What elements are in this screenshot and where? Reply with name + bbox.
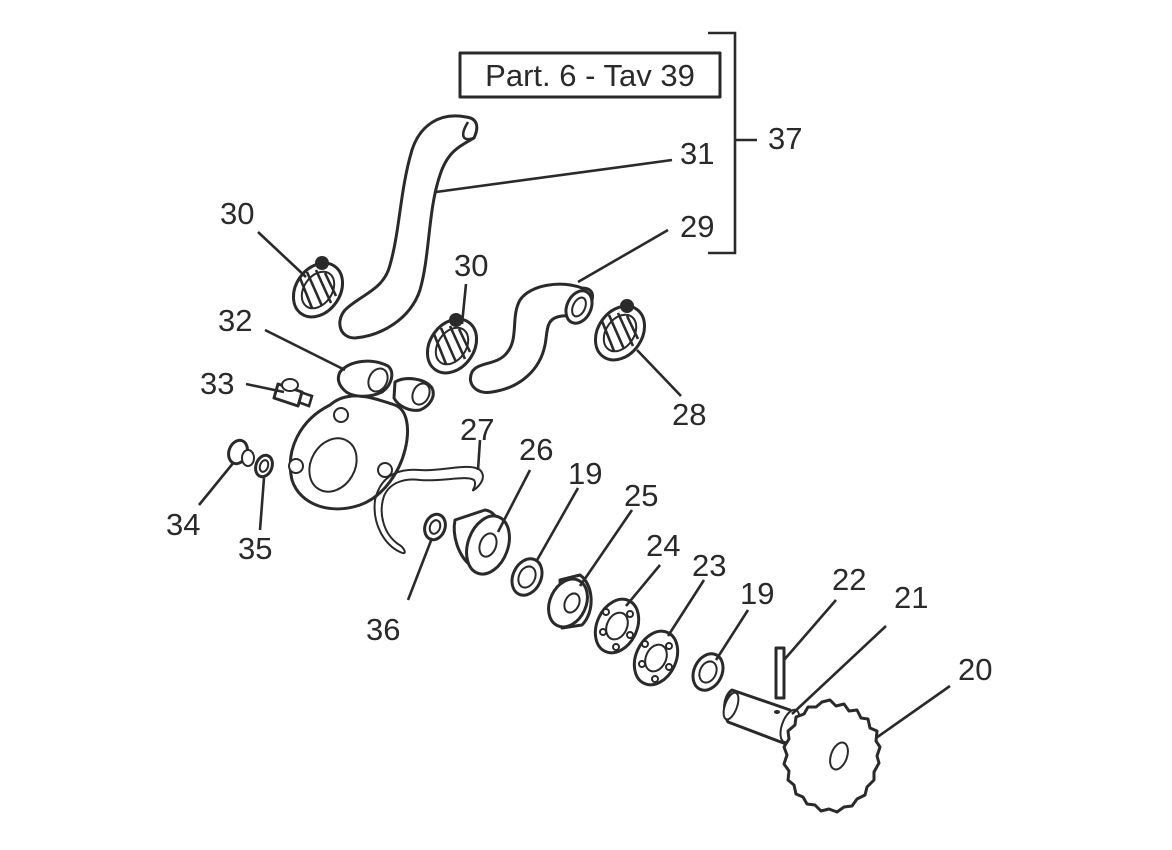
callout-24: 24 bbox=[646, 528, 680, 563]
seal-25 bbox=[547, 573, 593, 630]
callout-30-center: 30 bbox=[454, 248, 488, 283]
bearing-23 bbox=[632, 629, 680, 687]
impeller-26 bbox=[452, 508, 511, 576]
callout-31: 31 bbox=[680, 136, 714, 171]
o-ring-27 bbox=[373, 465, 484, 554]
callout-21: 21 bbox=[894, 580, 928, 615]
callout-36: 36 bbox=[366, 612, 400, 647]
callout-19-lower: 19 bbox=[740, 576, 774, 611]
kit-bracket bbox=[708, 31, 757, 255]
washer-19a bbox=[510, 557, 544, 597]
bearing-24 bbox=[593, 597, 641, 655]
callout-23: 23 bbox=[692, 548, 726, 583]
drain-screw-34 bbox=[227, 438, 255, 467]
callout-19-upper: 19 bbox=[568, 456, 602, 491]
callout-28: 28 bbox=[672, 397, 706, 432]
leader-lines bbox=[197, 158, 951, 740]
callout-29: 29 bbox=[680, 209, 714, 244]
pin-22 bbox=[774, 646, 786, 700]
callout-34: 34 bbox=[166, 507, 200, 542]
callout-35: 35 bbox=[238, 531, 272, 566]
washer-35 bbox=[254, 453, 274, 479]
seal-36 bbox=[423, 512, 447, 542]
callout-32: 32 bbox=[218, 303, 252, 338]
hose-31 bbox=[338, 114, 479, 340]
callout-37: 37 bbox=[768, 121, 802, 156]
callout-22: 22 bbox=[832, 562, 866, 597]
reference-box: Part. 6 - Tav 39 bbox=[458, 51, 722, 99]
hose-clamp-30b bbox=[425, 313, 479, 375]
hose-clamp-28 bbox=[593, 299, 647, 362]
screw-33 bbox=[272, 378, 314, 408]
washer-19b bbox=[691, 652, 725, 692]
callout-20: 20 bbox=[958, 652, 992, 687]
pump-cover-32 bbox=[288, 359, 435, 511]
hose-29 bbox=[469, 282, 594, 395]
callout-30-left: 30 bbox=[220, 196, 254, 231]
callout-33: 33 bbox=[200, 366, 234, 401]
gear-20 bbox=[782, 698, 882, 814]
callout-26: 26 bbox=[519, 432, 553, 467]
callout-25: 25 bbox=[624, 478, 658, 513]
reference-box-label: Part. 6 - Tav 39 bbox=[485, 58, 695, 93]
callout-27: 27 bbox=[460, 412, 494, 447]
